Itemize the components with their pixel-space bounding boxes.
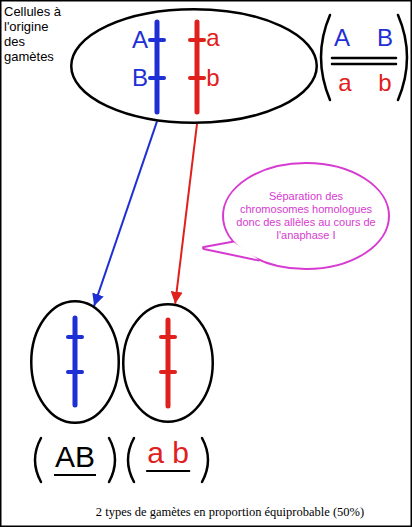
cell-outline bbox=[30, 300, 120, 424]
segregation-arrow bbox=[175, 124, 197, 304]
text-slot: A bbox=[132, 26, 148, 54]
text-slot: a bbox=[338, 69, 351, 97]
genotype-allele: a bbox=[338, 69, 351, 97]
gamete-genotype: AB bbox=[54, 440, 96, 476]
text-slot: a b bbox=[146, 436, 190, 472]
speech-bubble: Séparation des chromosomes homologues do… bbox=[222, 162, 390, 270]
bubble-note: Séparation des chromosomes homologues do… bbox=[236, 190, 376, 242]
red-chromosome bbox=[190, 22, 204, 112]
segregation-arrow bbox=[94, 121, 157, 306]
allele-label: B bbox=[132, 64, 148, 92]
allele-label: A bbox=[132, 26, 148, 54]
text-slot: a bbox=[206, 24, 219, 52]
cell-membrane bbox=[31, 301, 119, 423]
text-slot: B bbox=[377, 24, 393, 52]
text-slot: B bbox=[132, 64, 148, 92]
genotype-bracket bbox=[321, 15, 407, 100]
text-slot: b bbox=[378, 69, 391, 97]
cell-outline bbox=[70, 8, 318, 124]
blue-chromosome bbox=[150, 22, 164, 112]
cell-membrane bbox=[123, 304, 213, 422]
gamete-cell: AB bbox=[30, 300, 120, 424]
text-slot: 2 types de gamètes en proportion équipro… bbox=[96, 505, 364, 520]
red-chromosome bbox=[161, 320, 175, 406]
cell-outline bbox=[122, 303, 214, 423]
genotype-allele: B bbox=[377, 24, 393, 52]
gamete-genotype: a b bbox=[146, 436, 190, 472]
text-slot: b bbox=[206, 64, 219, 92]
genotype-allele: b bbox=[378, 69, 391, 97]
allele-label: a bbox=[206, 24, 219, 52]
allele-label: b bbox=[206, 64, 219, 92]
gamete-cell: a b bbox=[122, 303, 214, 423]
cell-membrane bbox=[71, 9, 317, 123]
blue-chromosome bbox=[68, 318, 82, 405]
bubble-tail bbox=[204, 243, 258, 260]
text-slot: Cellules à l'origine des gamètes bbox=[4, 4, 70, 64]
caption: 2 types de gamètes en proportion équipro… bbox=[96, 505, 364, 520]
text-slot: A bbox=[334, 24, 350, 52]
text-slot: Séparation des chromosomes homologues do… bbox=[236, 190, 376, 242]
genotype-allele: A bbox=[334, 24, 350, 52]
text-slot: AB bbox=[54, 440, 96, 476]
parent-cell: Cellules à l'origine des gamètesABab bbox=[70, 8, 318, 124]
cell-heading: Cellules à l'origine des gamètes bbox=[4, 4, 70, 64]
